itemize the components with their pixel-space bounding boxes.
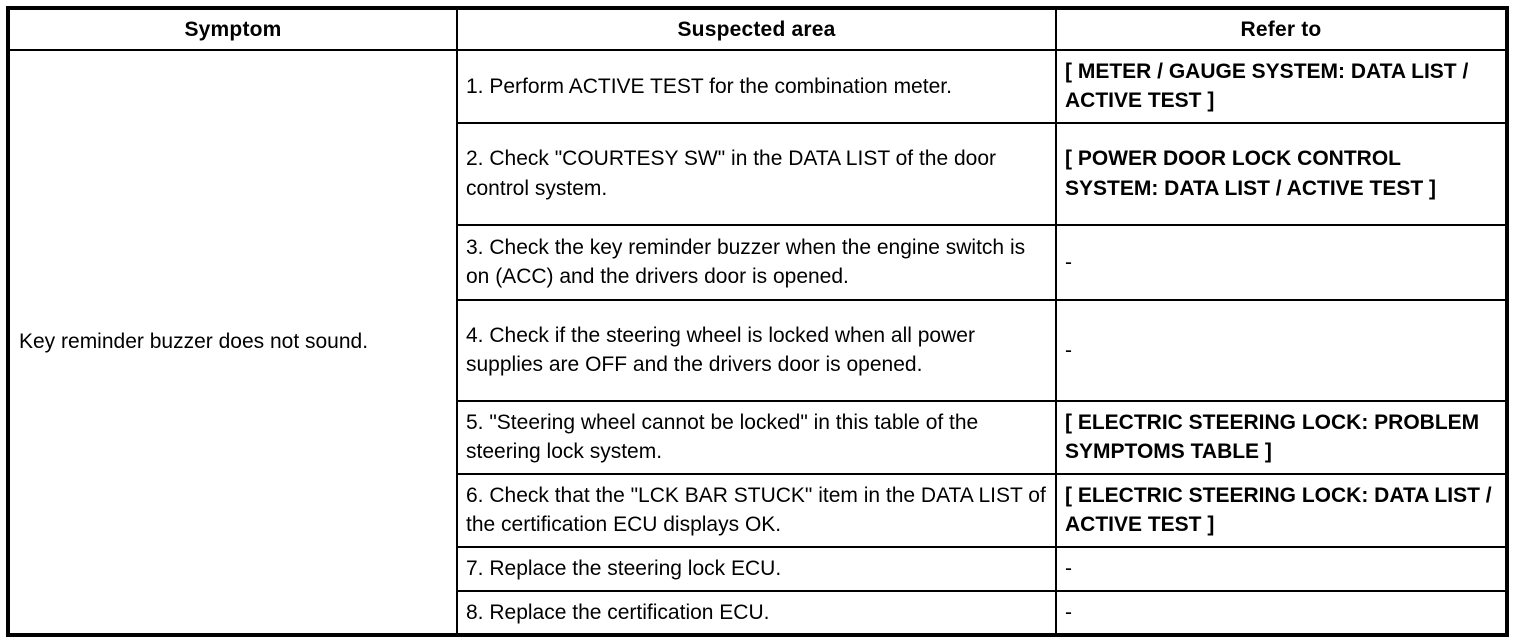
refer-to-cell: - bbox=[1055, 589, 1508, 635]
suspected-area-cell: 3. Check the key reminder buzzer when th… bbox=[456, 223, 1057, 301]
refer-to-cell: - bbox=[1055, 545, 1508, 592]
suspected-area-text: 4. Check if the steering wheel is locked… bbox=[466, 323, 975, 377]
refer-to-cell: [ ELECTRIC STEERING LOCK: DATA LIST / AC… bbox=[1055, 472, 1508, 548]
suspected-area-cell: 8. Replace the certification ECU. bbox=[456, 589, 1057, 635]
refer-to-text: [ ELECTRIC STEERING LOCK: PROBLEM SYMPTO… bbox=[1065, 410, 1480, 464]
refer-to-text: - bbox=[1065, 338, 1072, 362]
refer-to-cell: [ METER / GAUGE SYSTEM: DATA LIST / ACTI… bbox=[1055, 49, 1508, 124]
table-row: 8. Replace the certification ECU. - bbox=[8, 589, 1508, 635]
refer-to-text: [ POWER DOOR LOCK CONTROL SYSTEM: DATA L… bbox=[1065, 147, 1436, 200]
refer-to-text: - bbox=[1065, 556, 1072, 580]
symptom-text: Key reminder buzzer does not sound. bbox=[19, 330, 369, 354]
suspected-area-text: 7. Replace the steering lock ECU. bbox=[466, 556, 782, 580]
suspected-area-cell: 2. Check "COURTESY SW" in the DATA LIST … bbox=[456, 121, 1057, 226]
column-header-refer-to: Refer to bbox=[1055, 7, 1507, 51]
suspected-area-cell: 7. Replace the steering lock ECU. bbox=[456, 545, 1057, 592]
refer-to-text: [ METER / GAUGE SYSTEM: DATA LIST / ACTI… bbox=[1065, 60, 1469, 113]
column-header-suspected-area: Suspected area bbox=[456, 7, 1057, 51]
refer-to-cell: [ POWER DOOR LOCK CONTROL SYSTEM: DATA L… bbox=[1055, 121, 1508, 226]
table-row: 6. Check that the "LCK BAR STUCK" item i… bbox=[8, 472, 1508, 548]
symptom-table-container: Symptom Suspected area Refer to Key remi… bbox=[6, 6, 1509, 637]
refer-to-cell: - bbox=[1055, 223, 1508, 301]
column-header-symptom: Symptom bbox=[8, 7, 458, 51]
suspected-area-cell: 4. Check if the steering wheel is locked… bbox=[456, 298, 1057, 402]
suspected-area-cell: 1. Perform ACTIVE TEST for the combinati… bbox=[456, 49, 1057, 124]
suspected-area-text: 6. Check that the "LCK BAR STUCK" item i… bbox=[466, 483, 1046, 537]
suspected-area-cell: 6. Check that the "LCK BAR STUCK" item i… bbox=[456, 472, 1057, 548]
table-body: Key reminder buzzer does not sound. 1. P… bbox=[7, 49, 1508, 636]
table-row: 2. Check "COURTESY SW" in the DATA LIST … bbox=[8, 121, 1508, 226]
suspected-area-text: 2. Check "COURTESY SW" in the DATA LIST … bbox=[466, 147, 997, 200]
refer-to-text: [ ELECTRIC STEERING LOCK: DATA LIST / AC… bbox=[1065, 483, 1492, 537]
suspected-area-text: 3. Check the key reminder buzzer when th… bbox=[466, 235, 1026, 289]
refer-to-text: - bbox=[1065, 600, 1072, 624]
table-row: 5. "Steering wheel cannot be locked" in … bbox=[8, 399, 1508, 475]
table-row: Key reminder buzzer does not sound. 1. P… bbox=[7, 49, 1508, 636]
refer-to-cell: - bbox=[1055, 298, 1508, 402]
header-row: Symptom Suspected area Refer to bbox=[8, 7, 1507, 51]
refer-to-text: - bbox=[1065, 250, 1072, 274]
suspected-area-text: 1. Perform ACTIVE TEST for the combinati… bbox=[466, 74, 952, 98]
suspected-area-cell: 5. "Steering wheel cannot be locked" in … bbox=[456, 399, 1057, 475]
problem-symptoms-table: Symptom Suspected area Refer to Key remi… bbox=[6, 6, 1509, 637]
table-row: 3. Check the key reminder buzzer when th… bbox=[8, 223, 1508, 301]
table-header: Symptom Suspected area Refer to bbox=[8, 7, 1507, 51]
suspected-area-text: 5. "Steering wheel cannot be locked" in … bbox=[466, 410, 979, 464]
suspected-area-text: 8. Replace the certification ECU. bbox=[466, 600, 770, 624]
refer-to-cell: [ ELECTRIC STEERING LOCK: PROBLEM SYMPTO… bbox=[1055, 399, 1508, 475]
table-row: 7. Replace the steering lock ECU. - bbox=[8, 545, 1508, 592]
table-row: 4. Check if the steering wheel is locked… bbox=[8, 298, 1508, 402]
symptom-cell: Key reminder buzzer does not sound. bbox=[7, 49, 458, 636]
